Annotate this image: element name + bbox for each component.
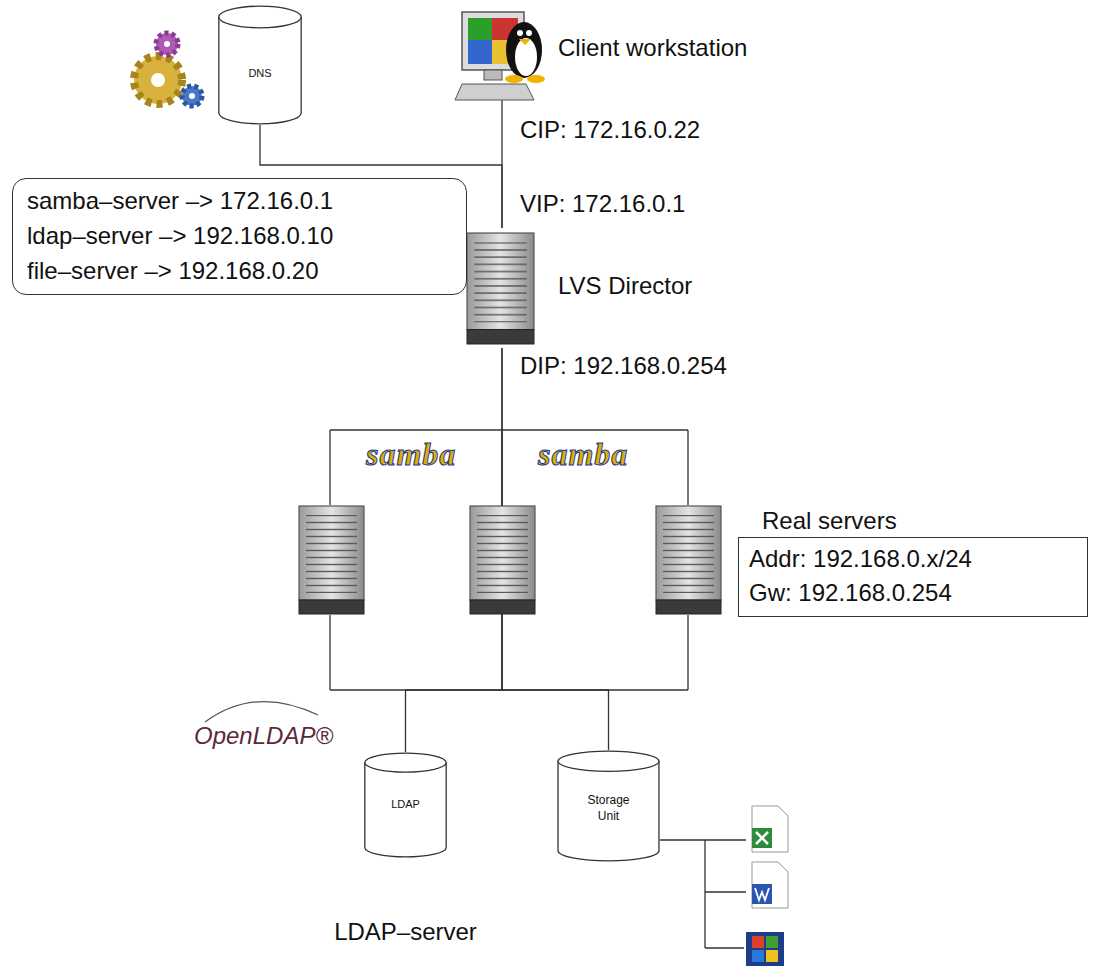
info-box: Addr: 192.168.0.x/24Gw: 192.168.0.254 (738, 537, 1088, 617)
network-node: DNS (218, 5, 302, 125)
address-line: Addr: 192.168.0.x/24 (749, 542, 1069, 576)
cylinder-outline (218, 5, 302, 125)
address-label: CIP: 172.16.0.22 (520, 116, 700, 144)
address-label: VIP: 172.16.0.1 (520, 190, 685, 218)
cylinder-label: LDAP (364, 798, 447, 810)
network-node: LVS Director (462, 228, 820, 348)
network-node: LDAP LDAP–server (318, 752, 493, 962)
network-node: Storage Unit (557, 750, 660, 862)
document-icon (752, 862, 788, 908)
network-node: Client workstation (458, 8, 820, 100)
cylinder-label: DNS (218, 67, 302, 79)
file-wires (660, 840, 746, 948)
gears-icon (134, 33, 202, 106)
cylinder-label: Storage Unit (577, 792, 640, 824)
windows-icon (746, 932, 784, 966)
icon-caption: Client workstation (558, 34, 747, 62)
server-caption: LDAP–server (318, 918, 493, 946)
address-label: DIP: 192.168.0.254 (520, 352, 727, 380)
network-node: Real serversAddr: 192.168.0.x/24Gw: 192.… (738, 505, 1088, 617)
real-server (299, 506, 364, 614)
group-heading: Real servers (738, 505, 1088, 537)
dns-record: ldap–server –> 192.168.0.10 (27, 218, 452, 253)
icon-caption: LVS Director (558, 272, 692, 300)
network-node: samba–server –> 172.16.0.1ldap–server –>… (12, 178, 467, 295)
real-server (656, 506, 721, 614)
samba-logo: samba (366, 436, 456, 473)
dns-record: file–server –> 192.168.0.20 (27, 253, 452, 288)
address-line: Gw: 192.168.0.254 (749, 576, 1069, 610)
samba-logo: samba (538, 436, 628, 473)
real-server (470, 506, 535, 614)
server-bus (330, 430, 688, 690)
dns-record: samba–server –> 172.16.0.1 (27, 183, 452, 218)
director-server (467, 233, 534, 344)
spreadsheet-icon (752, 806, 788, 852)
logo-arc (205, 702, 318, 722)
workstation-icon (455, 12, 545, 100)
openldap-logo: OpenLDAP® (194, 722, 333, 750)
